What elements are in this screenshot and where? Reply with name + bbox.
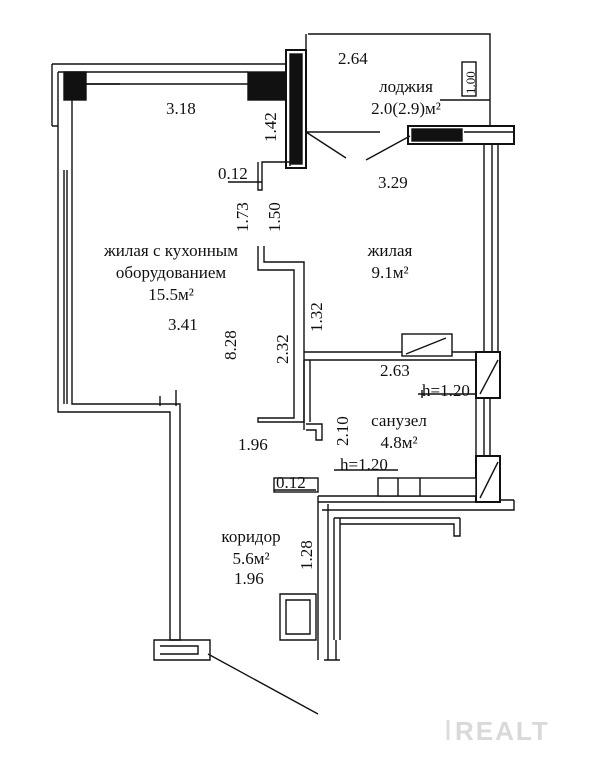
corridor-walls xyxy=(317,496,461,660)
window-bathroom-lower xyxy=(475,455,501,503)
room-name-living-line2: оборудованием xyxy=(115,263,227,282)
dim-0-12-top: 0.12 xyxy=(218,164,248,183)
entrance-block xyxy=(153,639,211,661)
dim-1-96-corridor: 1.96 xyxy=(234,569,264,588)
room-label-corridor: коридор 5.6м² xyxy=(206,526,296,570)
left-exterior-wall xyxy=(57,72,181,641)
dim-3-41: 3.41 xyxy=(168,315,198,334)
room-area-loggia: 2.0(2.9)м² xyxy=(371,99,441,118)
corridor-niche xyxy=(279,593,317,641)
top-wall-block-right xyxy=(247,71,289,101)
top-wall-block-left xyxy=(63,71,87,101)
room-label-bedroom: жилая 9.1м² xyxy=(340,240,440,284)
entrance-pointer xyxy=(207,653,319,715)
watermark: REALT xyxy=(455,716,550,746)
room-name-living-line1: жилая с кухонным xyxy=(104,241,238,260)
dim-1-42: 1.42 xyxy=(261,112,280,142)
door-swing-loggia xyxy=(305,131,411,161)
window-bathroom xyxy=(475,351,501,399)
exterior-outline xyxy=(51,33,491,127)
dim-h-window: h=1.20 xyxy=(422,381,470,400)
dim-1-32: 1.32 xyxy=(307,302,326,332)
room-label-loggia: лоджия 2.0(2.9)м² xyxy=(346,76,466,120)
dim-h-bath: h=1.20 xyxy=(340,455,388,474)
window-loggia xyxy=(461,61,477,97)
dim-3-18: 3.18 xyxy=(166,99,196,118)
right-exterior-wall xyxy=(483,144,499,356)
room-name-bathroom: санузел xyxy=(371,411,427,430)
dim-2-32: 2.32 xyxy=(273,334,292,364)
room-area-bathroom: 4.8м² xyxy=(380,433,418,452)
dim-1-00: 1.00 xyxy=(463,71,478,94)
dim-2-64: 2.64 xyxy=(338,49,368,68)
dim-1-96-upper: 1.96 xyxy=(238,435,268,454)
room-name-corridor: коридор xyxy=(221,527,281,546)
dim-2-10: 2.10 xyxy=(333,416,352,446)
room-label-bathroom: санузел 4.8м² xyxy=(354,410,444,454)
room-area-bedroom: 9.1м² xyxy=(371,263,409,282)
dim-0-12-bottom: 0.12 xyxy=(276,473,306,492)
partition-living-bedroom xyxy=(257,161,305,423)
dim-1-50: 1.50 xyxy=(265,202,284,232)
dim-1-73: 1.73 xyxy=(233,202,252,232)
dim-2-63: 2.63 xyxy=(380,361,410,380)
room-area-living: 15.5м² xyxy=(148,285,194,304)
dim-1-28: 1.28 xyxy=(297,540,316,570)
room-name-loggia: лоджия xyxy=(379,77,433,96)
dim-3-29: 3.29 xyxy=(378,173,408,192)
top-wall xyxy=(58,71,248,85)
bathroom-left-wall xyxy=(303,360,311,430)
room-label-living-kitchen: жилая с кухонным оборудованием 15.5м² xyxy=(84,240,258,306)
room-area-corridor: 5.6м² xyxy=(232,549,270,568)
bathtub xyxy=(377,477,477,497)
room-name-bedroom: жилая xyxy=(367,241,413,260)
dim-8-28: 8.28 xyxy=(221,330,240,360)
